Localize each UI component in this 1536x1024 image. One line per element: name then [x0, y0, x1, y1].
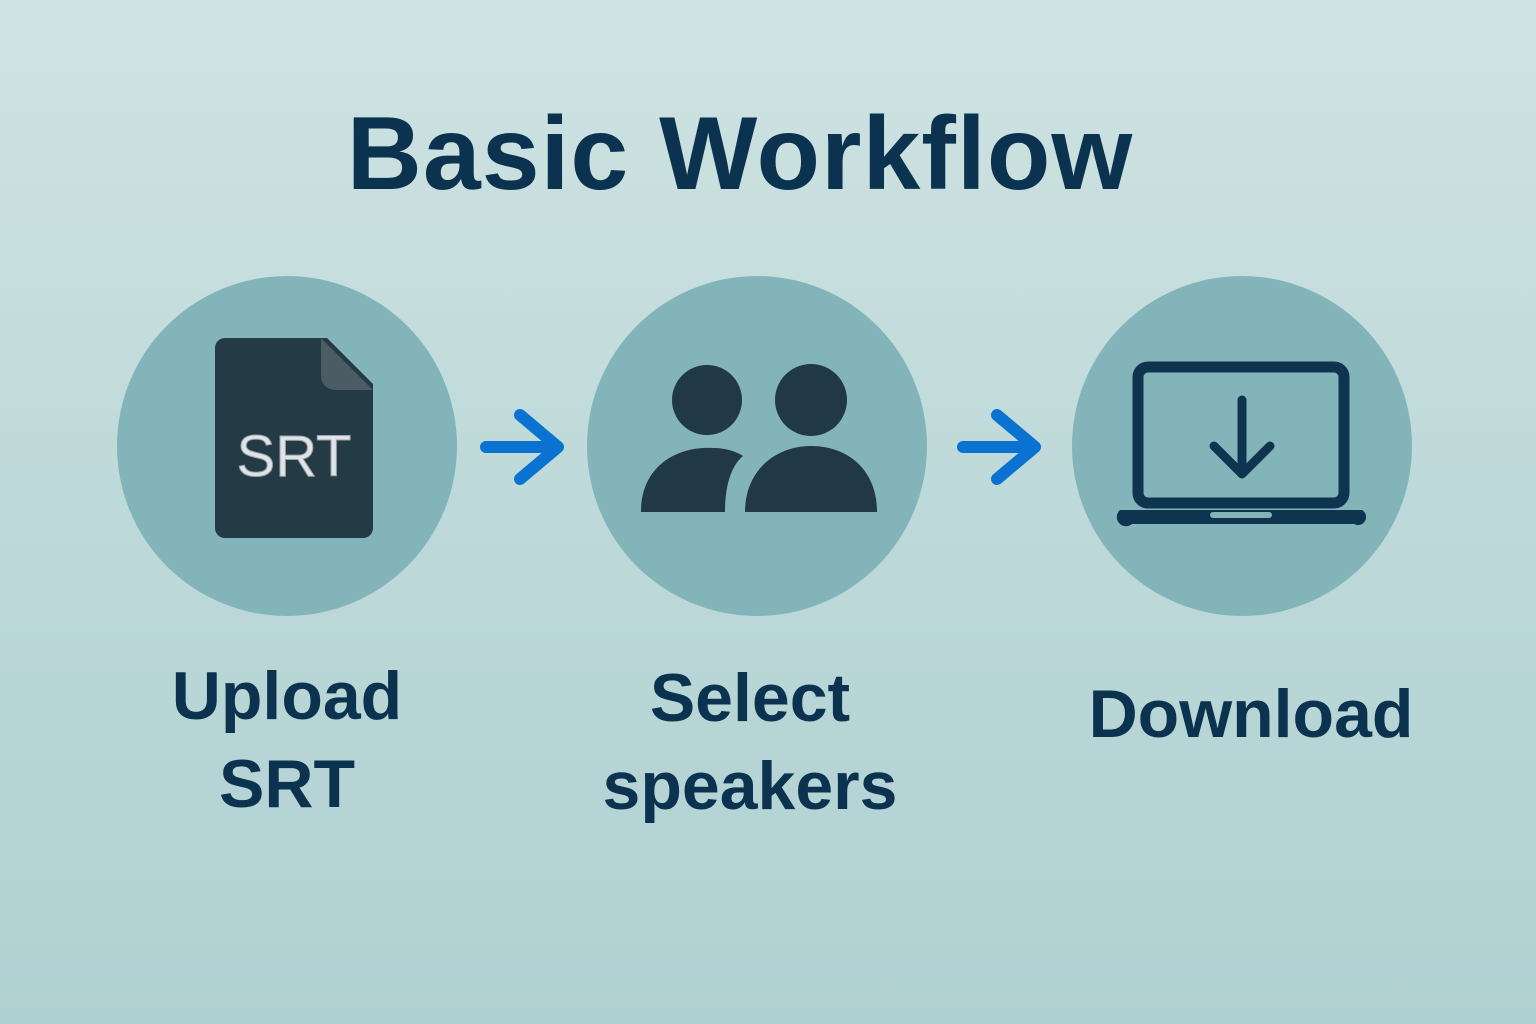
arrow-right-icon: [957, 409, 1041, 485]
label-line: SRT: [219, 746, 355, 822]
label-line: Select: [649, 660, 851, 736]
diagram-title: Basic Workflow: [346, 96, 1134, 212]
arrow-right-icon: [480, 409, 564, 485]
srt-file-icon: SRT: [215, 338, 373, 538]
step-download-label: Download: [1051, 670, 1451, 758]
step-upload-label: Upload SRT: [87, 652, 487, 828]
step-download-circle: [1072, 276, 1412, 616]
laptop-download-icon: [1116, 361, 1367, 527]
speakers-icon: [641, 364, 877, 512]
step-speakers-label: Select speakers: [550, 654, 950, 830]
label-line: speakers: [602, 748, 898, 824]
step-upload-circle: SRT: [117, 276, 457, 616]
srt-file-label: SRT: [237, 424, 352, 489]
label-line: Upload: [171, 658, 403, 734]
step-speakers-circle: [587, 276, 927, 616]
label-line: Download: [1088, 676, 1414, 752]
